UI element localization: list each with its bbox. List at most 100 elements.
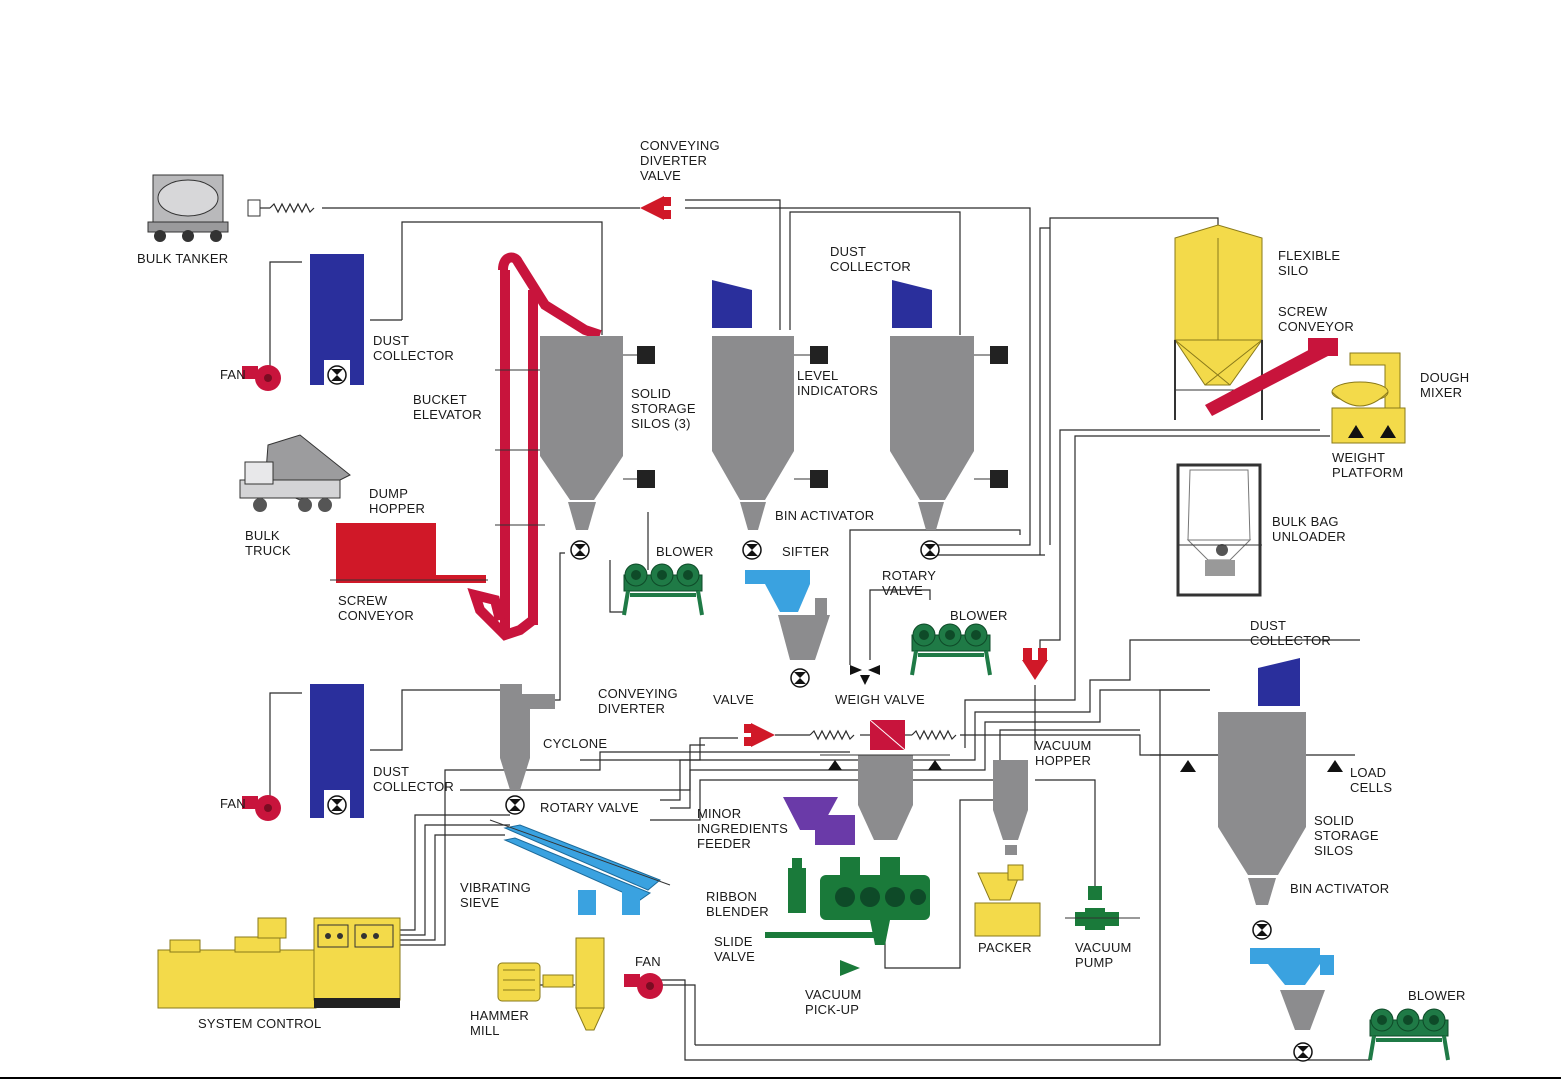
ribbon-blender bbox=[765, 857, 930, 976]
dust-collector-lower bbox=[310, 684, 364, 818]
label-line: BLOWER bbox=[656, 544, 714, 559]
label-line: SILOS (3) bbox=[631, 416, 691, 431]
label-rotary-valve-lower: ROTARY VALVE bbox=[540, 800, 639, 815]
weigh-hopper bbox=[820, 754, 950, 840]
fan-icon bbox=[242, 365, 281, 391]
label-line: BLOWER bbox=[1408, 988, 1466, 1003]
label-line: DUST bbox=[373, 333, 409, 348]
label-sifter: SIFTER bbox=[782, 544, 829, 559]
label-line: DIVERTER bbox=[640, 153, 707, 168]
bulk-tanker bbox=[147, 174, 261, 242]
bulk-bag-unloader bbox=[1176, 463, 1262, 597]
label-line: SCREW bbox=[1278, 304, 1328, 319]
vacuum-hopper bbox=[993, 760, 1028, 855]
label-line: MILL bbox=[470, 1023, 500, 1038]
sifter bbox=[745, 570, 830, 688]
fan-icon bbox=[242, 795, 281, 821]
label-line: CONVEYING bbox=[598, 686, 678, 701]
label-line: SOLID bbox=[1314, 813, 1354, 828]
label-line: WEIGHT bbox=[1332, 450, 1385, 465]
label-line: BIN ACTIVATOR bbox=[775, 508, 874, 523]
label-line: STORAGE bbox=[1314, 828, 1379, 843]
label-packer: PACKER bbox=[978, 940, 1032, 955]
dust-collector-right bbox=[1258, 658, 1300, 706]
label-line: SIFTER bbox=[782, 544, 829, 559]
label-fan-upper: FAN bbox=[220, 367, 246, 382]
label-line: VACUUM bbox=[1035, 738, 1092, 753]
blower-icon bbox=[622, 562, 704, 617]
vacuum-pump bbox=[1065, 886, 1140, 930]
label-line: BULK bbox=[245, 528, 280, 543]
diverter-valve-icon bbox=[744, 723, 775, 747]
label-line: VALVE bbox=[713, 692, 754, 707]
label-line: INDICATORS bbox=[797, 383, 878, 398]
label-line: COLLECTOR bbox=[373, 348, 454, 363]
label-line: MIXER bbox=[1420, 385, 1462, 400]
dump-hopper bbox=[330, 523, 488, 583]
label-line: VACUUM bbox=[805, 987, 862, 1002]
label-line: SOLID bbox=[631, 386, 671, 401]
label-line: LOAD bbox=[1350, 765, 1386, 780]
label-line: HOPPER bbox=[1035, 753, 1091, 768]
label-line: SYSTEM CONTROL bbox=[198, 1016, 321, 1031]
label-line: PICK-UP bbox=[805, 1002, 859, 1017]
label-bulk-tanker: BULK TANKER bbox=[137, 251, 228, 266]
label-blower-bottom-right: BLOWER bbox=[1408, 988, 1466, 1003]
label-line: HAMMER bbox=[470, 1008, 529, 1023]
label-line: FAN bbox=[220, 796, 246, 811]
minor-ingredients-feeder bbox=[783, 797, 855, 845]
bucket-elevator bbox=[467, 252, 602, 641]
weigh-valve bbox=[850, 665, 880, 685]
packer bbox=[974, 864, 1041, 937]
label-line: PLATFORM bbox=[1332, 465, 1403, 480]
label-line: DOUGH bbox=[1420, 370, 1469, 385]
solid-storage-silo-1 bbox=[540, 336, 655, 560]
label-line: TRUCK bbox=[245, 543, 291, 558]
label-line: COLLECTOR bbox=[373, 779, 454, 794]
label-line: SILOS bbox=[1314, 843, 1353, 858]
label-line: BULK BAG bbox=[1272, 514, 1339, 529]
label-line: VIBRATING bbox=[460, 880, 531, 895]
label-line: CONVEYING bbox=[640, 138, 720, 153]
label-line: VACUUM bbox=[1075, 940, 1132, 955]
flexible-silo bbox=[1174, 224, 1263, 420]
label-fan-bottom: FAN bbox=[635, 954, 661, 969]
label-line: VALVE bbox=[640, 168, 681, 183]
label-line: DUST bbox=[373, 764, 409, 779]
screw-conveyor-right bbox=[1205, 338, 1338, 416]
label-line: ELEVATOR bbox=[413, 407, 482, 422]
label-line: VALVE bbox=[882, 583, 923, 598]
blower-icon bbox=[1368, 1007, 1450, 1062]
label-line: CELLS bbox=[1350, 780, 1392, 795]
solid-storage-silo-right bbox=[1180, 712, 1343, 1062]
label-cyclone: CYCLONE bbox=[543, 736, 607, 751]
label-line: SILO bbox=[1278, 263, 1308, 278]
diverter-valve-icon bbox=[640, 196, 671, 220]
label-line: CONVEYOR bbox=[1278, 319, 1354, 334]
label-line: UNLOADER bbox=[1272, 529, 1346, 544]
label-line: PACKER bbox=[978, 940, 1032, 955]
label-line: FAN bbox=[635, 954, 661, 969]
label-line: CYCLONE bbox=[543, 736, 607, 751]
